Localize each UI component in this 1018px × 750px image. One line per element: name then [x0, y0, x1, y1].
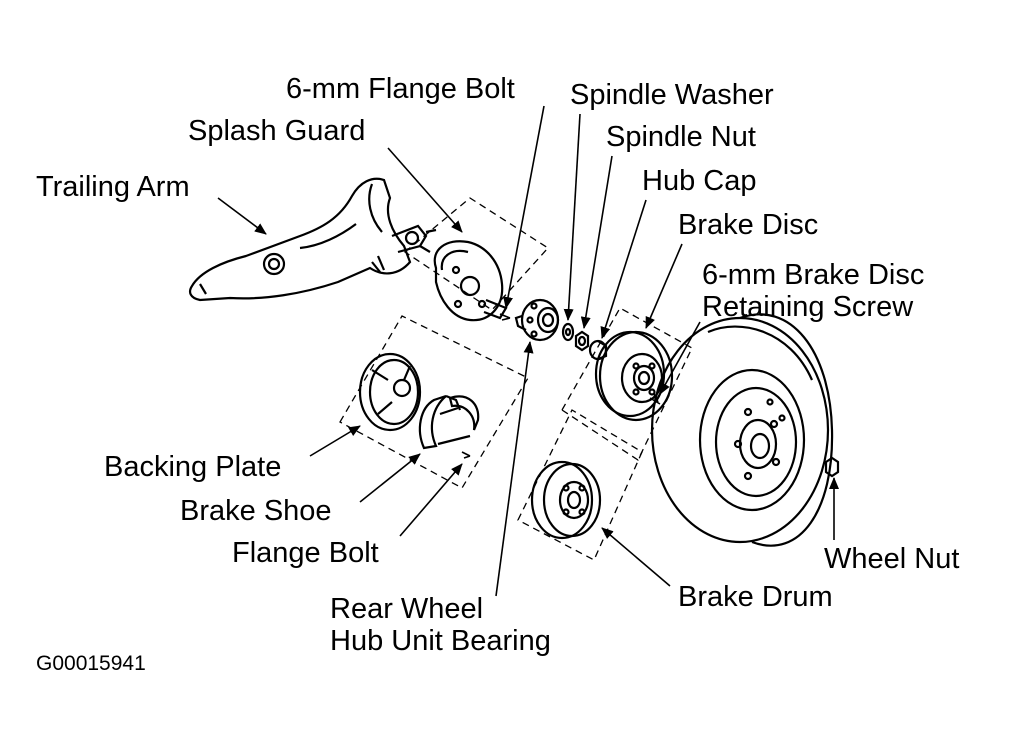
leader-brake-disc [645, 243, 683, 329]
leader-flange-bolt [399, 463, 463, 537]
backing-plate-part [358, 352, 422, 432]
leader-brake-shoe [359, 453, 421, 503]
spindle-washer-part [561, 322, 575, 342]
flange-bolt-part [461, 451, 471, 459]
brake-shoe-part [418, 394, 480, 450]
leader-flange-bolt-6mm [503, 105, 545, 309]
label-spindle-nut: Spindle Nut [606, 121, 756, 153]
label-wheel-nut: Wheel Nut [824, 543, 959, 575]
label-splash-guard: Splash Guard [188, 115, 365, 147]
label-6mm-flange-bolt: 6-mm Flange Bolt [286, 73, 515, 105]
spindle-nut-part [574, 330, 590, 352]
figure-id: G00015941 [36, 652, 146, 675]
dashed-group-drum [517, 409, 643, 561]
leader-brake-drum [601, 527, 671, 587]
label-trailing-arm: Trailing Arm [36, 171, 190, 203]
wheel-tire-part [650, 313, 834, 547]
hub-bearing-part [514, 298, 560, 342]
leader-spindle-washer [563, 113, 581, 321]
label-brake-shoe: Brake Shoe [180, 495, 332, 527]
label-spindle-washer: Spindle Washer [570, 79, 774, 111]
trailing-arm-part [189, 177, 437, 302]
leader-backing-plate [309, 425, 361, 457]
leader-spindle-nut [580, 155, 613, 329]
label-retaining-screw-line2: Retaining Screw [702, 291, 914, 323]
dashed-group-drum-brake [339, 315, 529, 489]
label-hub-bearing-line1: Rear Wheel [330, 593, 483, 625]
splash-guard-part [433, 240, 508, 322]
label-brake-disc: Brake Disc [678, 209, 818, 241]
leader-trailing-arm [217, 197, 267, 235]
label-backing-plate: Backing Plate [104, 451, 281, 483]
leader-retaining-screw [659, 321, 701, 395]
label-brake-drum: Brake Drum [678, 581, 833, 613]
label-flange-bolt: Flange Bolt [232, 537, 379, 569]
flange-bolt-6mm-part [499, 313, 511, 321]
leader-hub-bearing [495, 341, 534, 597]
brake-drum-part [530, 460, 602, 540]
label-hub-cap: Hub Cap [642, 165, 756, 197]
wheel-nut-part [824, 456, 840, 478]
brake-disc-part [594, 330, 674, 422]
label-retaining-screw-line1: 6-mm Brake Disc [702, 259, 924, 291]
leader-splash-guard [387, 147, 463, 233]
leader-hub-cap [600, 199, 647, 339]
label-hub-bearing-line2: Hub Unit Bearing [330, 625, 551, 657]
